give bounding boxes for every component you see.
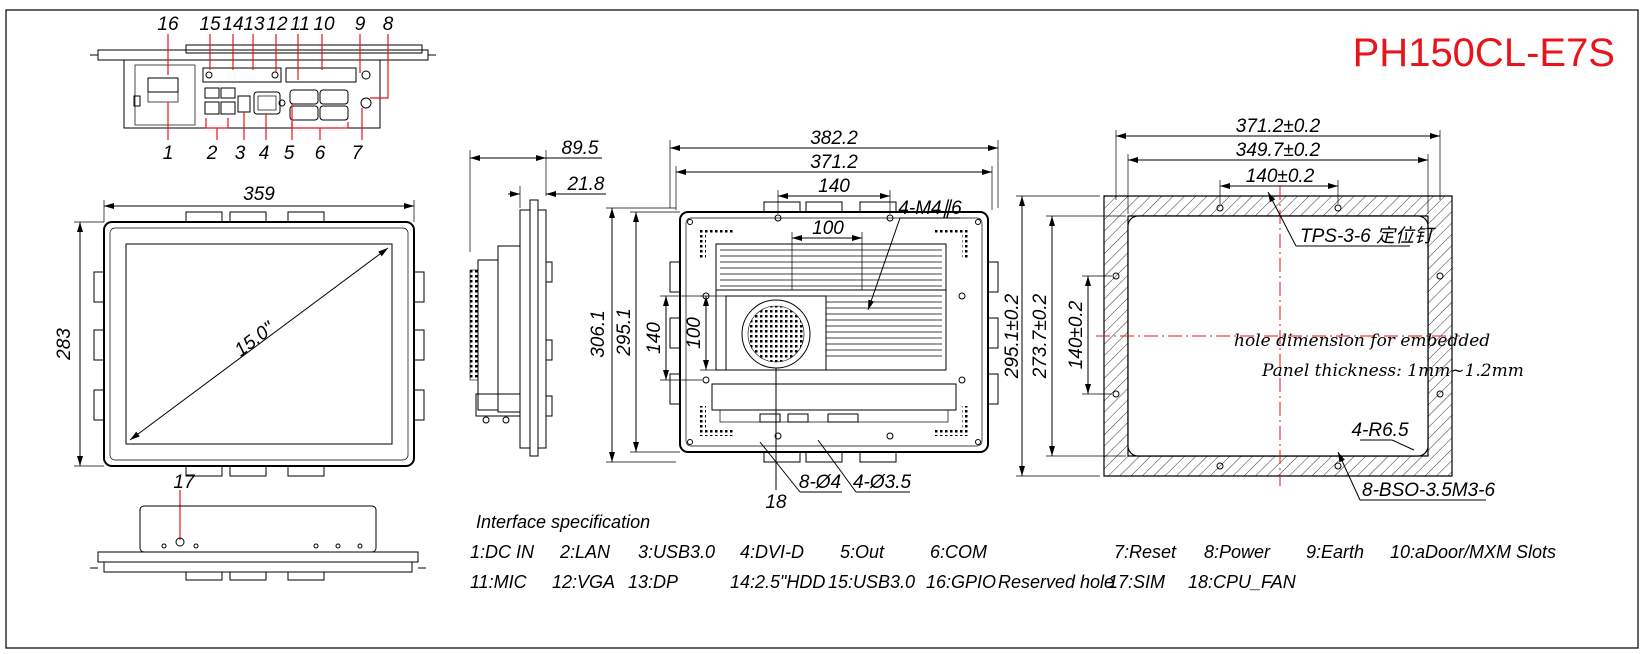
cutout-height-outer-label: 295.1±0.2 <box>1002 293 1023 379</box>
callout-numbers-bottom: 1 2 3 4 5 6 7 <box>163 143 364 164</box>
spec-lan: 2:LAN <box>559 542 611 562</box>
callout-numbers-top: 16 15 14 13 12 11 10 9 8 <box>157 14 393 35</box>
callout-12: 12 <box>266 14 288 35</box>
callout-13: 13 <box>243 14 265 35</box>
front-height-label: 283 <box>54 328 75 361</box>
cutout-width-outer-label: 371.2±0.2 <box>1236 116 1321 137</box>
spec-usb30-a: 3:USB3.0 <box>638 542 715 562</box>
side-depth-total-label: 89.5 <box>562 138 599 159</box>
io-panel-view <box>90 44 436 129</box>
rear-fan-width-label: 100 <box>812 218 844 239</box>
callout-7: 7 <box>352 143 364 164</box>
rear-view: 382.2 371.2 140 100 4-M4∥6 306.1 295.1 <box>588 128 999 513</box>
callout-4: 4 <box>259 143 270 164</box>
rear-outer-width-label: 382.2 <box>810 128 858 149</box>
spec-power: 8:Power <box>1204 542 1271 562</box>
rear-hole-spacing-side-label: 140 <box>644 322 665 354</box>
callout-16: 16 <box>157 14 179 35</box>
cutout-note-2: Panel thickness: 1mm~1.2mm <box>1261 361 1524 381</box>
callout-9: 9 <box>355 14 366 35</box>
callout-2: 2 <box>206 143 218 164</box>
side-depth-front-label: 21.8 <box>567 174 605 195</box>
cutout-note-1: hole dimension for embedded <box>1234 331 1490 351</box>
callout-11: 11 <box>290 14 310 35</box>
model-title: PH150CL-E7S <box>1353 31 1615 75</box>
cutout-height-inner-label: 273.7±0.2 <box>1030 293 1051 379</box>
rear-hole-spacing-top-label: 140 <box>818 176 850 197</box>
cutout-stud-label: 8-BSO-3.5M3-6 <box>1362 480 1495 501</box>
rear-hole-label-2: 4-Ø3.5 <box>853 472 912 493</box>
cutout-radius-label: 4-R6.5 <box>1351 420 1408 441</box>
rear-screw-label: 4-M4∥6 <box>898 198 962 219</box>
spec-hdd: 14:2.5"HDD <box>730 572 825 592</box>
spec-sim: 17:SIM <box>1108 572 1165 592</box>
sheet-border <box>5 9 1639 649</box>
side-view: 89.5 21.8 <box>469 138 606 457</box>
spec-usb30-b: 15:USB3.0 <box>828 572 915 592</box>
spec-title: Interface specification <box>476 512 650 532</box>
callout-5: 5 <box>284 143 295 164</box>
callout-17: 17 <box>173 472 196 493</box>
front-view: 15.0" 359 283 <box>54 184 425 477</box>
callout-15: 15 <box>199 14 221 35</box>
cutout-width-inner-label: 349.7±0.2 <box>1236 140 1321 161</box>
spec-dp: 13:DP <box>628 572 678 592</box>
rear-inner-width-label: 371.2 <box>810 152 858 173</box>
front-width-label: 359 <box>243 184 275 205</box>
rear-hole-label-1: 8-Ø4 <box>799 472 841 493</box>
cutout-view: 371.2±0.2 349.7±0.2 140±0.2 TPS-3-6 定位钉 … <box>1002 116 1524 501</box>
spec-out: 5:Out <box>840 542 885 562</box>
front-diagonal-label: 15.0" <box>231 317 280 361</box>
spec-reserved: Reserved hole <box>998 572 1114 592</box>
callout-1: 1 <box>163 143 174 164</box>
callout-3: 3 <box>235 143 246 164</box>
interface-spec: Interface specification 1:DC IN 2:LAN 3:… <box>470 512 1556 592</box>
rear-outer-height-label: 306.1 <box>588 310 609 358</box>
rear-inner-height-label: 295.1 <box>614 308 635 357</box>
spec-earth: 9:Earth <box>1306 542 1364 562</box>
spec-gpio: 16:GPIO <box>926 572 996 592</box>
bottom-view: 17 <box>90 472 426 581</box>
callout-18: 18 <box>765 492 787 513</box>
rear-fan-height-label: 100 <box>684 317 705 349</box>
callout-leaders <box>167 34 389 140</box>
callout-10: 10 <box>313 14 335 35</box>
spec-vga: 12:VGA <box>552 572 615 592</box>
heatsink-fins <box>720 249 942 357</box>
cutout-pin-label: TPS-3-6 定位钉 <box>1300 225 1436 247</box>
callout-14: 14 <box>222 14 243 35</box>
spec-cpu-fan: 18:CPU_FAN <box>1188 572 1297 592</box>
cutout-hole-spacing-v-label: 140±0.2 <box>1066 300 1087 369</box>
spec-mic: 11:MIC <box>470 572 528 592</box>
spec-com: 6:COM <box>930 542 987 562</box>
callout-8: 8 <box>383 14 394 35</box>
spec-adoor: 10:aDoor/MXM Slots <box>1390 542 1556 562</box>
spec-dc-in: 1:DC IN <box>470 542 535 562</box>
spec-dvi-d: 4:DVI-D <box>740 542 804 562</box>
callout-6: 6 <box>315 143 326 164</box>
spec-reset: 7:Reset <box>1114 542 1177 562</box>
cutout-hole-spacing-label: 140±0.2 <box>1246 166 1315 187</box>
